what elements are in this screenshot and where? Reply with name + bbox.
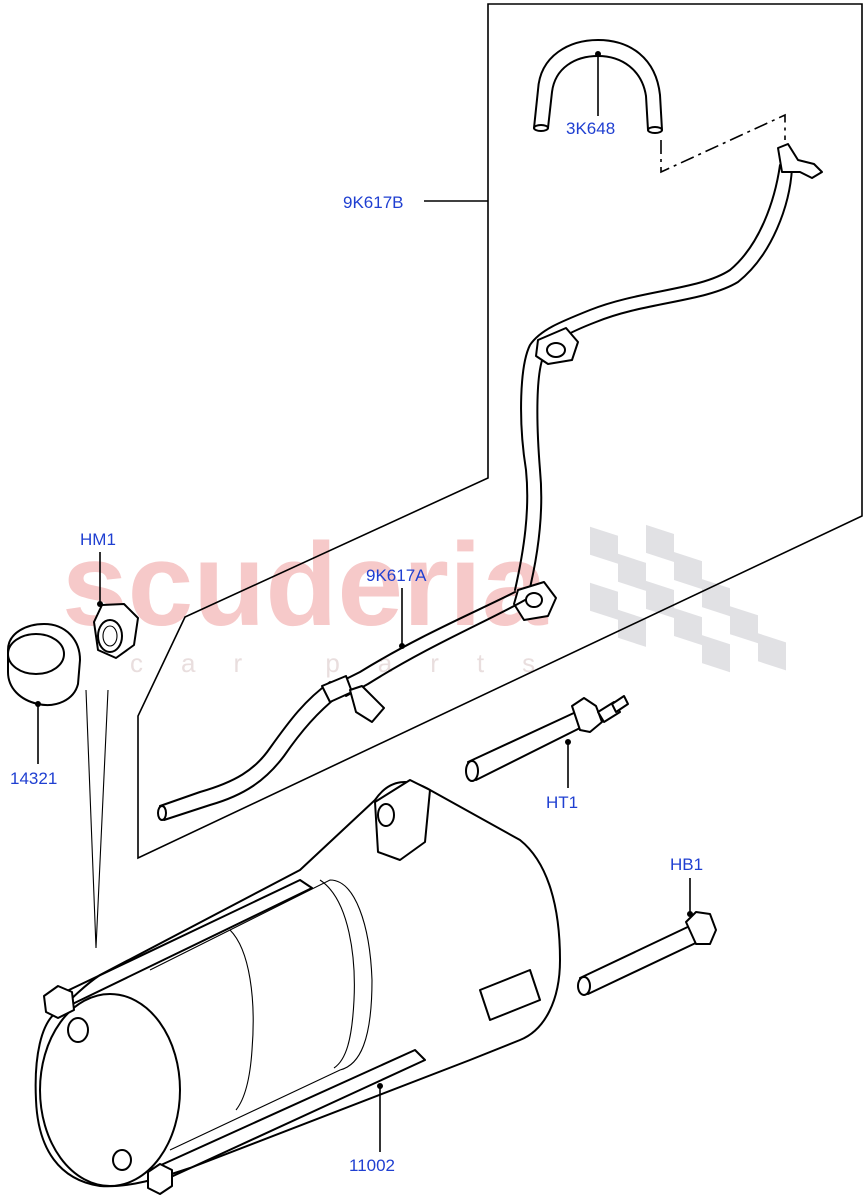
callout-9k617a[interactable]: 9K617A [366, 566, 427, 585]
stud-part [465, 695, 629, 782]
nut-part [93, 603, 139, 659]
bolt-part [577, 911, 717, 996]
cap-part [7, 623, 81, 706]
callout-9k617b[interactable]: 9K617B [343, 193, 404, 212]
watermark: scuderia car parts [62, 519, 786, 678]
u-hose-part [533, 39, 786, 174]
vacuum-hose-a-part [157, 591, 526, 821]
callout-3k648[interactable]: 3K648 [566, 119, 615, 138]
pointer-line [85, 689, 109, 949]
callout-14321[interactable]: 14321 [10, 769, 57, 788]
vacuum-hose-b-part [513, 143, 823, 621]
callout-11002[interactable]: 11002 [349, 1156, 395, 1175]
starter-motor-part [34, 779, 561, 1195]
callout-ht1[interactable]: HT1 [546, 793, 578, 812]
callout-hb1[interactable]: HB1 [670, 855, 703, 874]
inset-frame [137, 3, 863, 860]
callout-hm1[interactable]: HM1 [80, 530, 116, 549]
watermark-tagline: car parts [130, 648, 573, 678]
leader-lines [35, 51, 693, 1152]
